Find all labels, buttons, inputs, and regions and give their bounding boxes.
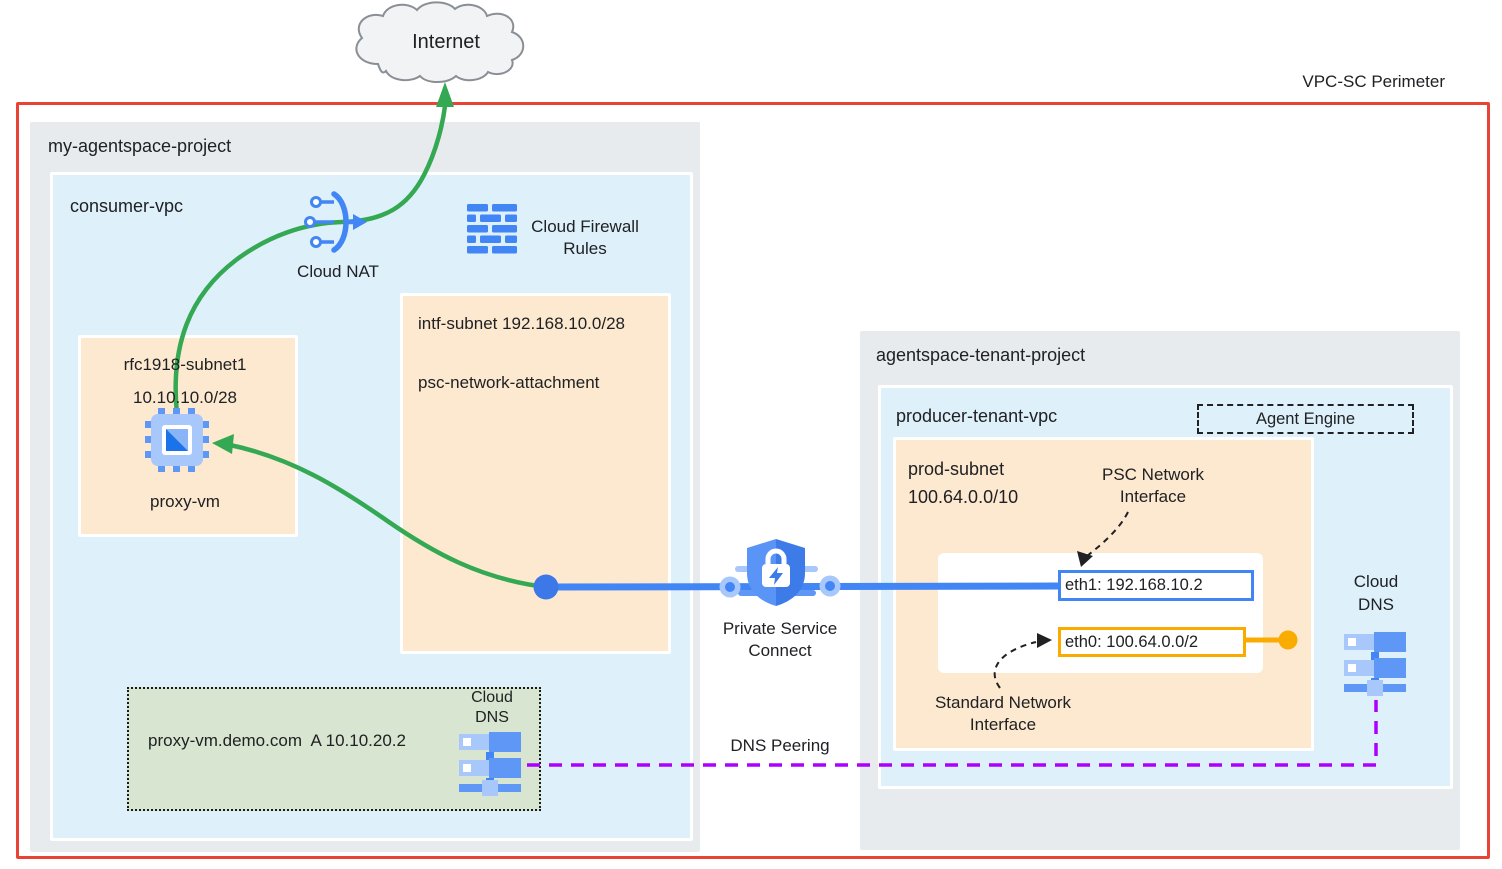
cloud-firewall-rules-label-line2: Rules [563, 239, 607, 258]
eth1-label: eth1: 192.168.10.2 [1065, 576, 1203, 594]
agent-engine-box: Agent Engine [1197, 404, 1414, 434]
standard-network-interface-label-line1: Standard Network [934, 693, 1072, 712]
cloud-dns-right-label: Cloud DNS [1331, 570, 1421, 616]
dns-peering-label: DNS Peering [730, 736, 830, 755]
cloud-dns-left-label-line2: DNS [475, 709, 509, 726]
private-service-connect-label: Private Service Connect [700, 618, 860, 662]
agentspace-tenant-project-title: agentspace-tenant-project [876, 345, 1086, 365]
eth1-box: eth1: 192.168.10.2 [1058, 570, 1254, 601]
psc-network-interface-label: PSC Network Interface [1068, 464, 1238, 508]
cloud-dns-left-label: Cloud DNS [447, 688, 537, 728]
internet-label: Internet [412, 31, 480, 53]
producer-tenant-vpc-title: producer-tenant-vpc [896, 406, 1058, 426]
dns-record-text: proxy-vm.demo.com A 10.10.20.2 [148, 731, 406, 750]
eth0-label: eth0: 100.64.0.0/2 [1065, 633, 1199, 651]
standard-network-interface-label-line2: Interface [969, 715, 1037, 734]
agent-engine-label: Agent Engine [1255, 410, 1356, 428]
rfc1918-subnet-name: rfc1918-subnet1 [123, 355, 247, 374]
prod-subnet-name: prod-subnet [908, 459, 1005, 479]
private-service-connect-label-line1: Private Service [722, 619, 838, 638]
private-service-connect-label-line2: Connect [748, 641, 812, 660]
consumer-vpc-title: consumer-vpc [70, 196, 184, 216]
psc-network-attachment-label: psc-network-attachment [418, 373, 600, 392]
rfc1918-subnet-cidr: 10.10.10.0/28 [133, 388, 237, 407]
standard-network-interface-label: Standard Network Interface [913, 692, 1093, 736]
psc-network-interface-label-line1: PSC Network [1101, 465, 1205, 484]
proxy-vm-label: proxy-vm [150, 492, 220, 511]
intf-subnet-label: intf-subnet 192.168.10.0/28 [418, 314, 625, 333]
cloud-dns-right-label-line1: Cloud [1353, 572, 1399, 591]
cloud-firewall-rules-label: Cloud Firewall Rules [520, 216, 650, 260]
my-agentspace-project-title: my-agentspace-project [48, 136, 232, 156]
vpc-sc-perimeter-label: VPC-SC Perimeter [1302, 72, 1445, 91]
cloud-nat-label: Cloud NAT [297, 262, 379, 281]
eth0-box: eth0: 100.64.0.0/2 [1058, 627, 1246, 657]
cloud-dns-left-label-line1: Cloud [471, 689, 513, 706]
intf-subnet-box [400, 293, 671, 654]
vpc-sc-perimeter-box [16, 102, 1490, 859]
prod-subnet-cidr: 100.64.0.0/10 [908, 487, 1019, 507]
cloud-firewall-rules-label-line1: Cloud Firewall [531, 217, 639, 236]
cloud-dns-right-label-line2: DNS [1358, 595, 1394, 614]
psc-network-interface-label-line2: Interface [1119, 487, 1187, 506]
